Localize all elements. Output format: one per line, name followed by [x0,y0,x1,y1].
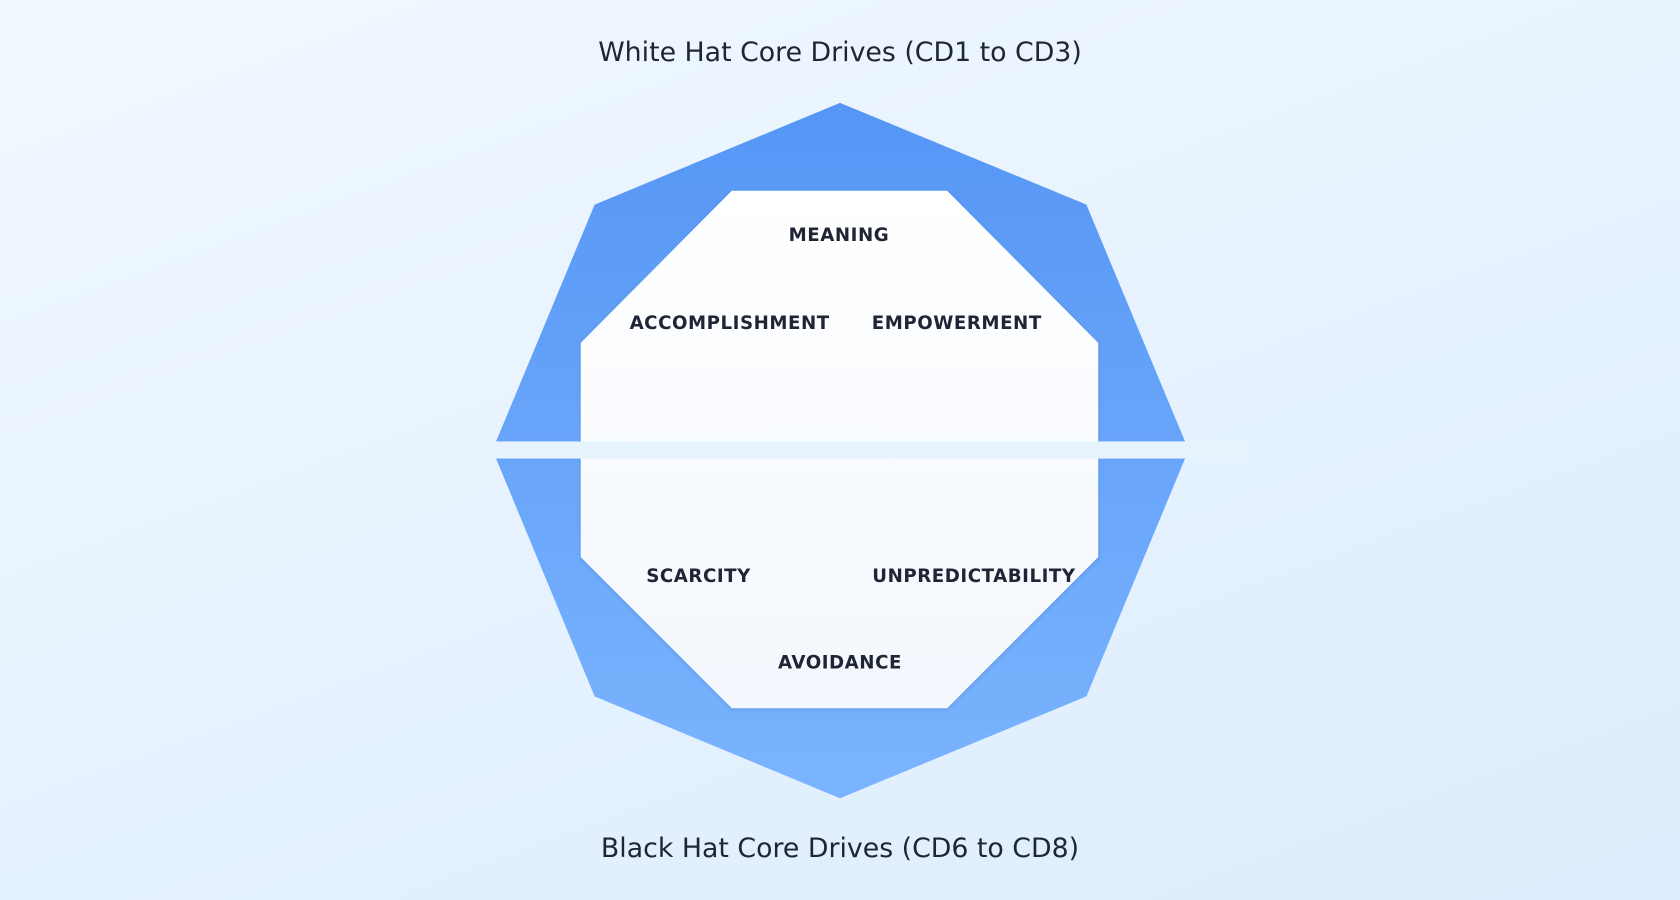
black-hat-title: Black Hat Core Drives (CD6 to CD8) [601,833,1079,864]
label-empowerment: EMPOWERMENT [872,313,1042,334]
label-accomplishment: ACCOMPLISHMENT [630,313,830,334]
white-hat-title: White Hat Core Drives (CD1 to CD3) [598,37,1082,68]
label-avoidance: AVOIDANCE [778,653,902,674]
divider-band [455,441,1249,459]
label-meaning: MEANING [789,225,890,246]
label-scarcity: SCARCITY [646,566,751,587]
label-unpredictability: UNPREDICTABILITY [872,566,1076,587]
